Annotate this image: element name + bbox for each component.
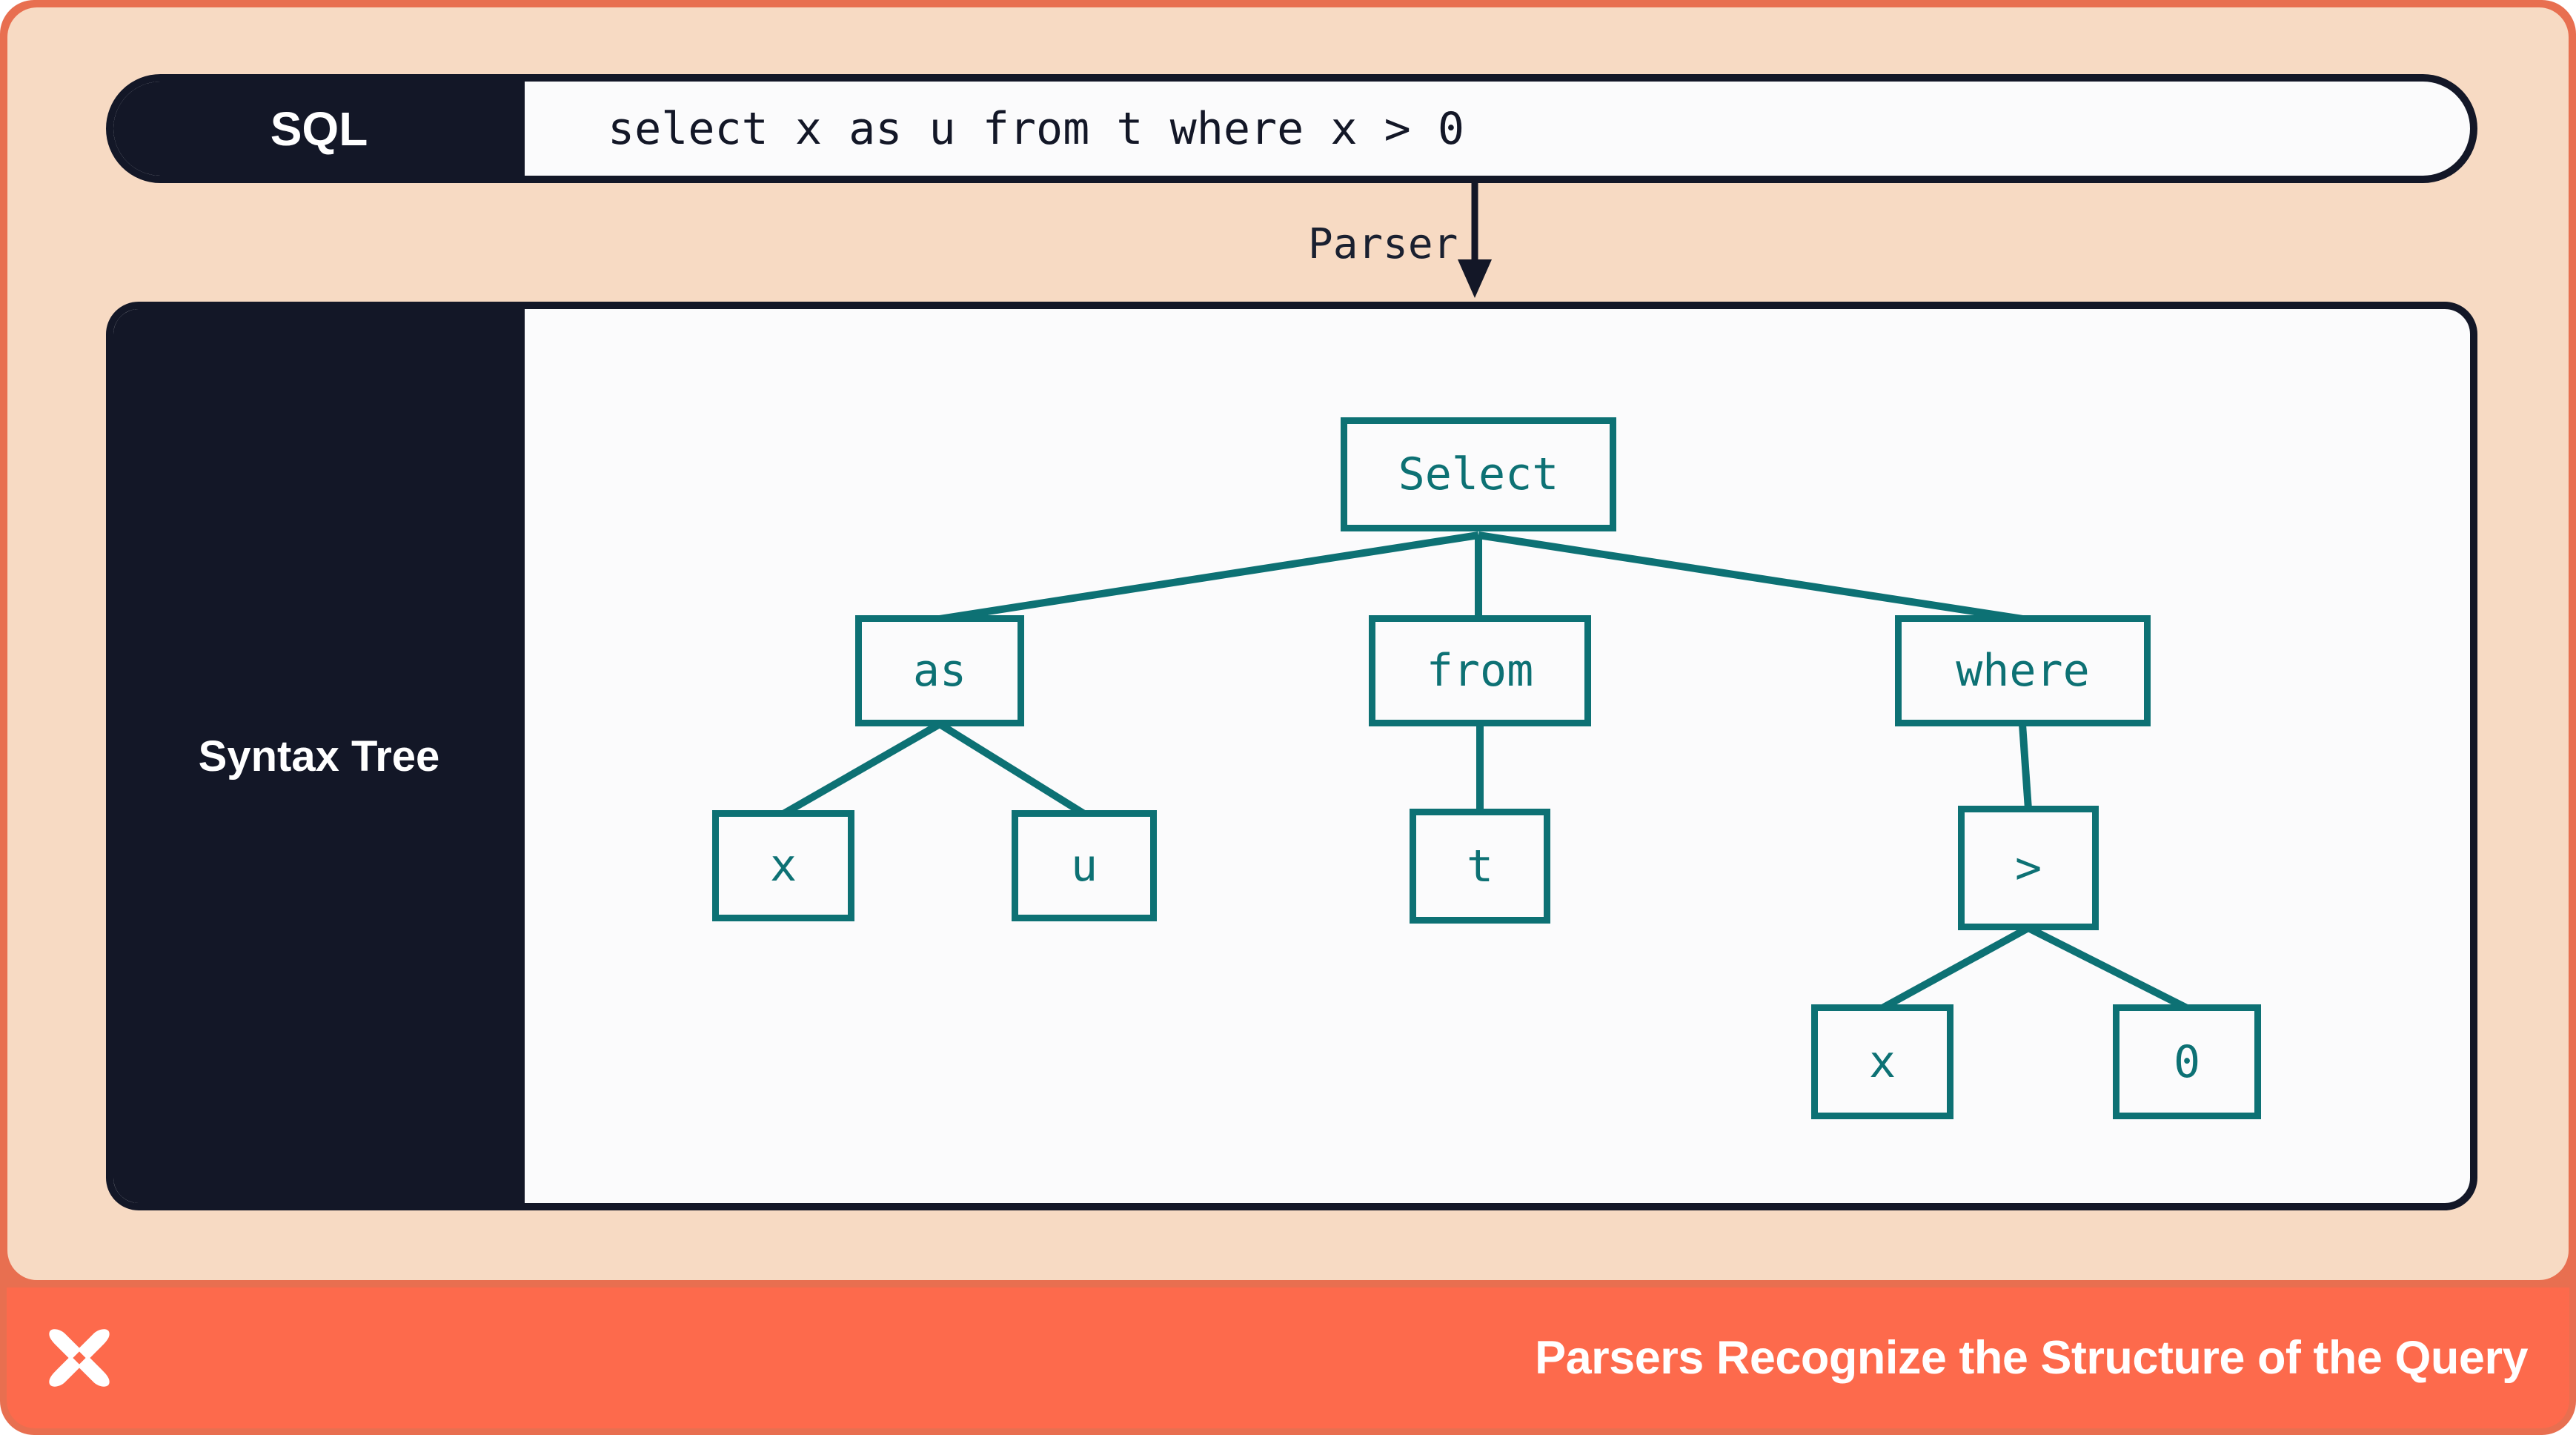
tree-node-zero-operand: 0 [2113,1004,2261,1119]
syntax-tree-label: Syntax Tree [198,732,440,781]
tree-node-x-source: x [712,810,854,921]
footer-bar: Parsers Recognize the Structure of the Q… [7,1287,2569,1428]
tree-node-from: from [1369,615,1591,726]
tree-node-t-table: t [1410,809,1550,924]
tree-node-where: where [1895,615,2151,726]
tree-node-gt-operator: > [1958,806,2099,930]
tree-node-as: as [855,615,1024,726]
down-arrow-icon [1458,183,1492,298]
tree-node-x-operand: x [1811,1004,1953,1119]
parser-label: Parser [1308,220,1458,268]
tree-node-u-alias: u [1012,810,1157,921]
syntax-tree-label-panel: Syntax Tree [113,309,525,1203]
tree-node-select: Select [1341,417,1616,531]
footer-title: Parsers Recognize the Structure of the Q… [1535,1332,2528,1384]
sql-bar-label: SQL [113,82,525,176]
dbt-logo-icon [49,1329,110,1387]
sql-bar: SQL select x as u from t where x > 0 [106,74,2477,183]
tree-edges [781,531,2189,1012]
sql-query-text: select x as u from t where x > 0 [608,102,1464,155]
syntax-tree-panel: Syntax Tree Select as from where [106,302,2477,1210]
